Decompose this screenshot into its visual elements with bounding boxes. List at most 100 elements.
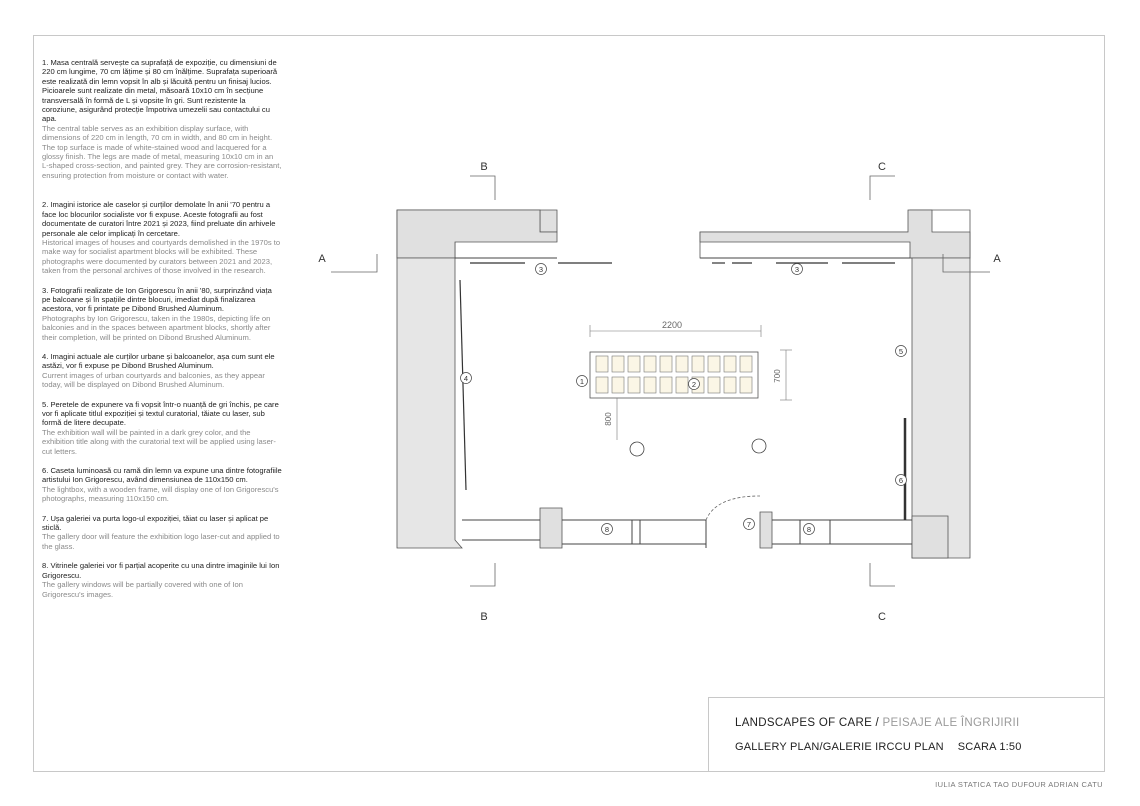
photo-panel <box>675 355 689 373</box>
photo-panel <box>595 376 609 394</box>
title-en: LANDSCAPES OF CARE / <box>735 717 883 729</box>
marker-label: 6 <box>899 476 903 485</box>
marker-circle <box>895 345 907 357</box>
marker-circle <box>791 263 803 275</box>
marker-label: 3 <box>539 265 543 274</box>
marker-circle <box>803 523 815 535</box>
photo-panel <box>627 376 641 394</box>
plan-scale: SCARA 1:50 <box>957 741 1022 753</box>
wall-top-left-pier <box>539 209 558 233</box>
wall-top-left-band <box>396 209 558 259</box>
section-c-bottom: C <box>878 611 886 623</box>
photo-panel <box>627 355 641 373</box>
note-en: The gallery windows will be partially co… <box>42 580 243 599</box>
notes-column: 1. Masa centrală servește ca suprafață d… <box>42 58 282 609</box>
note-2: 2. Imagini istorice ale caselor și curți… <box>42 200 282 275</box>
wall-bottom-right-pier <box>911 515 949 559</box>
marker-circle <box>688 378 700 390</box>
marker-label: 7 <box>747 520 751 529</box>
wall-bottom-mid-pier <box>759 511 773 549</box>
marker-circle <box>535 263 547 275</box>
exhibition-title: LANDSCAPES OF CARE / PEISAJE ALE ÎNGRIJI… <box>735 717 1020 729</box>
photo-panel <box>611 376 625 394</box>
marker-label: 4 <box>464 374 468 383</box>
marker-3: 3 <box>535 263 547 275</box>
marker-5: 5 <box>895 345 907 357</box>
section-c-top: C <box>878 161 886 173</box>
note-ro: 8. Vitrinele galeriei vor fi parțial aco… <box>42 561 280 580</box>
photo-panel <box>723 355 737 373</box>
section-marks <box>331 175 990 587</box>
marker-8: 8 <box>803 523 815 535</box>
photo-panel <box>739 376 753 394</box>
walls <box>396 209 971 559</box>
photo-panel <box>723 376 737 394</box>
marker-7: 7 <box>743 518 755 530</box>
note-8: 8. Vitrinele galeriei vor fi parțial aco… <box>42 561 282 599</box>
wall-bottom-left-pier <box>539 507 563 549</box>
dim-width: 700 <box>773 369 782 383</box>
title-ro: PEISAJE ALE ÎNGRIJIRII <box>882 717 1020 729</box>
wall-right <box>910 257 971 559</box>
note-5: 5. Peretele de expunere va fi vopsit înt… <box>42 400 282 456</box>
marker-4: 4 <box>460 372 472 384</box>
display-panels <box>459 262 907 520</box>
photo-panel <box>643 376 657 394</box>
note-en: The exhibition wall will be painted in a… <box>42 427 276 456</box>
note-3: 3. Fotografii realizate de Ion Grigoresc… <box>42 286 282 342</box>
marker-label: 2 <box>692 380 696 389</box>
marker-circle <box>601 523 613 535</box>
marker-label: 8 <box>605 525 609 534</box>
note-en: Current images of urban courtyards and b… <box>42 370 265 390</box>
marker-1: 1 <box>576 375 588 387</box>
marker-3: 3 <box>791 263 803 275</box>
note-ro: 4. Imagini actuale ale curților urbane ș… <box>42 351 275 371</box>
dim-length: 2200 <box>662 320 682 330</box>
dimension-lines <box>589 325 792 440</box>
plan-name: GALLERY PLAN/GALERIE IRCCU PLAN <box>735 741 944 753</box>
wall-left <box>396 257 463 549</box>
note-ro: 6. Caseta luminoasă cu ramă din lemn va … <box>42 466 282 485</box>
authors: IULIA STATICA TAO DUFOUR ADRIAN CATU <box>935 780 1103 789</box>
note-ro: 5. Peretele de expunere va fi vopsit înt… <box>42 399 279 428</box>
photo-panel <box>739 355 753 373</box>
note-ro: 7. Ușa galeriei va purta logo-ul expoziț… <box>42 513 269 533</box>
photo-panel <box>659 355 673 373</box>
dim-offset: 800 <box>604 412 613 426</box>
section-b-bottom: B <box>480 611 487 623</box>
note-1: 1. Masa centrală servește ca suprafață d… <box>42 58 282 180</box>
section-a-right: A <box>993 253 1001 265</box>
title-block: LANDSCAPES OF CARE / PEISAJE ALE ÎNGRIJI… <box>708 697 1105 772</box>
note-ro: 3. Fotografii realizate de Ion Grigoresc… <box>42 285 272 314</box>
marker-label: 5 <box>899 347 903 356</box>
central-table <box>589 351 759 399</box>
plan-caption: GALLERY PLAN/GALERIE IRCCU PLAN SCARA 1:5… <box>735 741 1022 753</box>
photo-panel <box>643 355 657 373</box>
marker-label: 1 <box>580 377 584 386</box>
photo-panel <box>675 376 689 394</box>
note-en: The lightbox, with a wooden frame, will … <box>42 484 279 504</box>
marker-8: 8 <box>601 523 613 535</box>
note-7: 7. Ușa galeriei va purta logo-ul expoziț… <box>42 514 282 552</box>
section-a-left: A <box>318 253 326 265</box>
marker-circle <box>895 474 907 486</box>
column-left <box>629 441 645 457</box>
note-en: The gallery door will feature the exhibi… <box>42 532 280 551</box>
marker-6: 6 <box>895 474 907 486</box>
photo-panel <box>611 355 625 373</box>
sheet-border <box>33 35 1105 772</box>
note-en: Historical images of houses and courtyar… <box>42 237 281 276</box>
marker-label: 3 <box>795 265 799 274</box>
note-ro: 2. Imagini istorice ale caselor și curți… <box>42 200 276 238</box>
room-outline <box>455 257 912 548</box>
column-right <box>751 438 767 454</box>
panel-left <box>459 279 467 491</box>
photo-panels <box>595 355 753 394</box>
photo-panel <box>707 355 721 373</box>
photo-panel <box>707 376 721 394</box>
note-6: 6. Caseta luminoasă cu ramă din lemn va … <box>42 466 282 504</box>
marker-2: 2 <box>688 378 700 390</box>
note-en: The central table serves as an exhibitio… <box>42 123 282 180</box>
photo-panel <box>659 376 673 394</box>
